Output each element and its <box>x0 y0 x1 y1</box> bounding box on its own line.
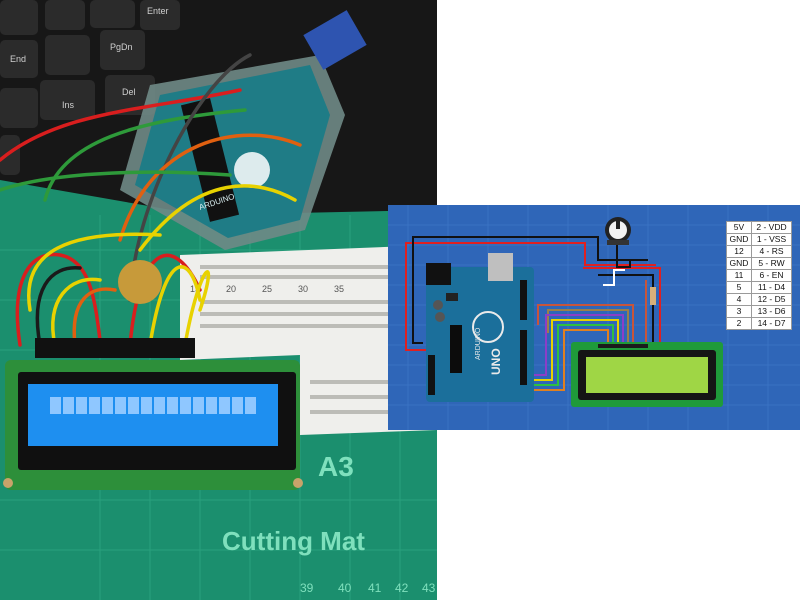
lcd-pin-cell: 5 - RW <box>751 257 792 270</box>
svg-text:Ins: Ins <box>62 100 75 110</box>
breadboard-holes <box>200 265 435 414</box>
schematic-lcd <box>571 342 723 407</box>
svg-text:43: 43 <box>422 581 436 595</box>
lcd-pixel-blocks <box>50 397 256 414</box>
lcd-pin-cell: 14 - D7 <box>751 317 792 330</box>
svg-text:15: 15 <box>190 284 200 294</box>
svg-text:Del: Del <box>122 87 136 97</box>
schematic-potentiometer <box>605 217 631 245</box>
arduino-pin-cell: 5 <box>726 281 752 294</box>
usb-plug <box>303 10 367 70</box>
svg-text:30: 30 <box>298 284 308 294</box>
svg-text:20: 20 <box>226 284 236 294</box>
arduino-brand-text: ARDUINO <box>475 327 482 360</box>
lcd-pin-cell: 13 - D6 <box>751 305 792 318</box>
wiring-schematic: ARDUINO UNO <box>388 205 800 430</box>
svg-text:39: 39 <box>300 581 314 595</box>
lcd-pin-cell: 1 - VSS <box>751 233 792 246</box>
lcd-header-pins <box>35 338 195 358</box>
schematic-wires <box>405 236 661 391</box>
lcd-pin-cell: 12 - D5 <box>751 293 792 306</box>
arduino-pin-cell: 11 <box>726 269 752 282</box>
arduino-pin-cell: GND <box>726 257 752 270</box>
svg-text:25: 25 <box>262 284 272 294</box>
arduino-pin-cell: GND <box>726 233 752 246</box>
lcd-pin-cell: 11 - D4 <box>751 281 792 294</box>
arduino-pin-cell: 3 <box>726 305 752 318</box>
arduino-pin-cell: 12 <box>726 245 752 258</box>
hardware-photo: A3 Cutting Mat 39 40 41 42 43 Enter End … <box>0 0 437 600</box>
breadboard <box>180 245 437 435</box>
svg-text:41: 41 <box>368 581 382 595</box>
arduino-pin-cell: 2 <box>726 317 752 330</box>
arduino-uno-label: UNO <box>489 348 503 375</box>
jumper-wires <box>0 53 302 347</box>
lcd-module-photo <box>3 360 303 490</box>
svg-text:42: 42 <box>395 581 409 595</box>
svg-text:PgDn: PgDn <box>110 42 133 52</box>
arduino-pin-cell: 5V <box>726 221 752 234</box>
svg-text:End: End <box>10 54 26 64</box>
lcd-pin-cell: 4 - RS <box>751 245 792 258</box>
mat-ruler: 39 40 41 42 43 <box>300 581 436 595</box>
keyboard <box>0 0 180 175</box>
svg-text:Enter: Enter <box>147 6 169 16</box>
lcd-pin-cell: 2 - VDD <box>751 221 792 234</box>
potentiometer <box>118 260 162 304</box>
mat-brand: A3 <box>318 451 354 482</box>
svg-text:35: 35 <box>334 284 344 294</box>
svg-text:40: 40 <box>338 581 352 595</box>
schematic-arduino-uno: ARDUINO UNO <box>426 253 534 402</box>
schematic-resistor <box>650 287 656 305</box>
lcd-pin-cell: 6 - EN <box>751 269 792 282</box>
mat-label: Cutting Mat <box>222 526 365 556</box>
arduino-pin-cell: 4 <box>726 293 752 306</box>
key-labels: Enter End PgDn Del Ins <box>10 6 169 110</box>
